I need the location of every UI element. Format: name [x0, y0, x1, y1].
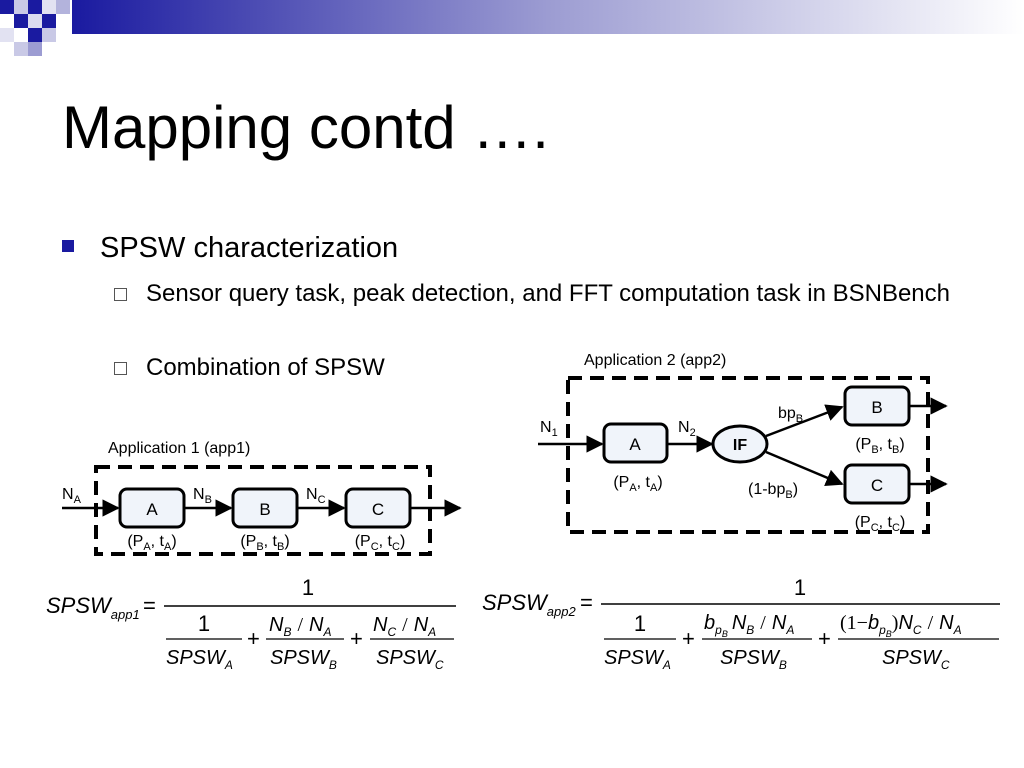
slide-title: Mapping contd …. — [62, 94, 549, 161]
app1-node-b-label: B — [259, 500, 270, 519]
app2-node-b-annotation: (PB, tB) — [855, 436, 904, 456]
formula1-t3-num: NC/NA — [373, 614, 436, 639]
formula2-t3-den: SPSWC — [882, 647, 950, 672]
formula2-plus: + — [682, 626, 695, 651]
bullet-level2: Combination of SPSW — [114, 352, 614, 384]
app2-node-a-annotation: (PA, tA) — [613, 474, 662, 494]
deco-square — [56, 0, 70, 14]
formula1-plus: + — [350, 626, 363, 651]
app1-input-nc: NC — [306, 486, 326, 506]
deco-square — [14, 42, 28, 56]
app2-node-a — [602, 422, 669, 464]
bullet-text: Sensor query task, peak detection, and F… — [146, 280, 950, 307]
bullet-text: Combination of SPSW — [146, 354, 385, 381]
app2-title: Application 2 (app2) — [584, 352, 726, 369]
app2-node-b-label: B — [871, 398, 882, 417]
formula2-equals: = — [580, 590, 593, 615]
app2-arrow-if-c — [765, 450, 844, 486]
deco-square — [28, 28, 42, 42]
deco-square — [14, 0, 28, 14]
bullet-level1: SPSW characterization — [62, 228, 398, 268]
formula1-t2-num: NB/NA — [269, 614, 332, 639]
app1-node-c-annotation: (PC, tC) — [355, 533, 406, 553]
app1-node-c-label: C — [372, 500, 384, 519]
formula2-t1-den: SPSWA — [604, 647, 671, 672]
header-gradient-bar — [72, 0, 1024, 34]
app2-node-c-label: C — [871, 476, 883, 495]
formula1-equals: = — [143, 593, 156, 618]
app1-input-na: NA — [62, 486, 82, 506]
square-bullet-icon — [62, 240, 74, 253]
formula2-numerator: 1 — [794, 575, 806, 600]
formula2-lhs: SPSWapp2 — [482, 590, 576, 619]
deco-square — [42, 0, 56, 14]
app1-node-a — [118, 487, 186, 529]
formula1-t1-num: 1 — [198, 611, 210, 636]
app2-input-n2: N2 — [678, 419, 696, 439]
formula1-numerator: 1 — [302, 575, 314, 600]
formula2-t1-num: 1 — [634, 611, 646, 636]
formula1-t3-den: SPSWC — [376, 647, 444, 672]
deco-square — [0, 28, 14, 42]
formula1-plus: + — [247, 626, 260, 651]
app1-node-c — [344, 487, 412, 529]
app1-node-b-annotation: (PB, tB) — [240, 533, 289, 553]
bullet-text: SPSW characterization — [100, 232, 399, 264]
app2-prob-top: bpB — [778, 405, 803, 425]
hollow-square-bullet-icon — [114, 288, 127, 301]
formula2-t2-den: SPSWB — [720, 647, 787, 672]
deco-square — [28, 0, 42, 14]
deco-square — [0, 0, 14, 14]
app2-input-n1: N1 — [540, 419, 558, 439]
app1-node-b — [231, 487, 299, 529]
deco-square — [42, 28, 56, 42]
app1-title: Application 1 (app1) — [108, 440, 250, 457]
deco-square — [28, 42, 42, 56]
formula1-lhs: SPSWapp1 — [46, 593, 140, 622]
app2-boundary — [566, 376, 930, 534]
deco-square — [14, 14, 28, 28]
app1-input-nb: NB — [193, 486, 212, 506]
app1-node-a-annotation: (PA, tA) — [127, 533, 176, 553]
deco-square — [42, 14, 56, 28]
app2-node-c — [843, 463, 911, 505]
header-decoration — [0, 0, 1024, 56]
app2-node-a-label: A — [629, 435, 641, 454]
bullet-level2: Sensor query task, peak detection, and F… — [114, 278, 974, 310]
deco-square — [28, 14, 42, 28]
formula-app1: SPSWapp1 = 1 1 SPSWA + NB/NA SPSWB + NC/… — [46, 575, 456, 672]
formula1-t1-den: SPSWA — [166, 647, 233, 672]
app2-node-c-annotation: (PC, tC) — [855, 514, 906, 534]
app1-node-a-label: A — [146, 500, 158, 519]
formula1-t2-den: SPSWB — [270, 647, 337, 672]
app2-arrow-if-b — [765, 404, 844, 438]
formula2-plus: + — [818, 626, 831, 651]
hollow-square-bullet-icon — [114, 362, 127, 375]
app2-if-label: IF — [733, 437, 747, 454]
app2-if-node — [711, 424, 769, 464]
app2-node-b — [843, 385, 911, 427]
app1-boundary — [94, 465, 432, 556]
app2-prob-bottom: (1-bpB) — [748, 481, 798, 501]
formula2-t3-num: (1−bpB)NC/NA — [840, 612, 962, 639]
